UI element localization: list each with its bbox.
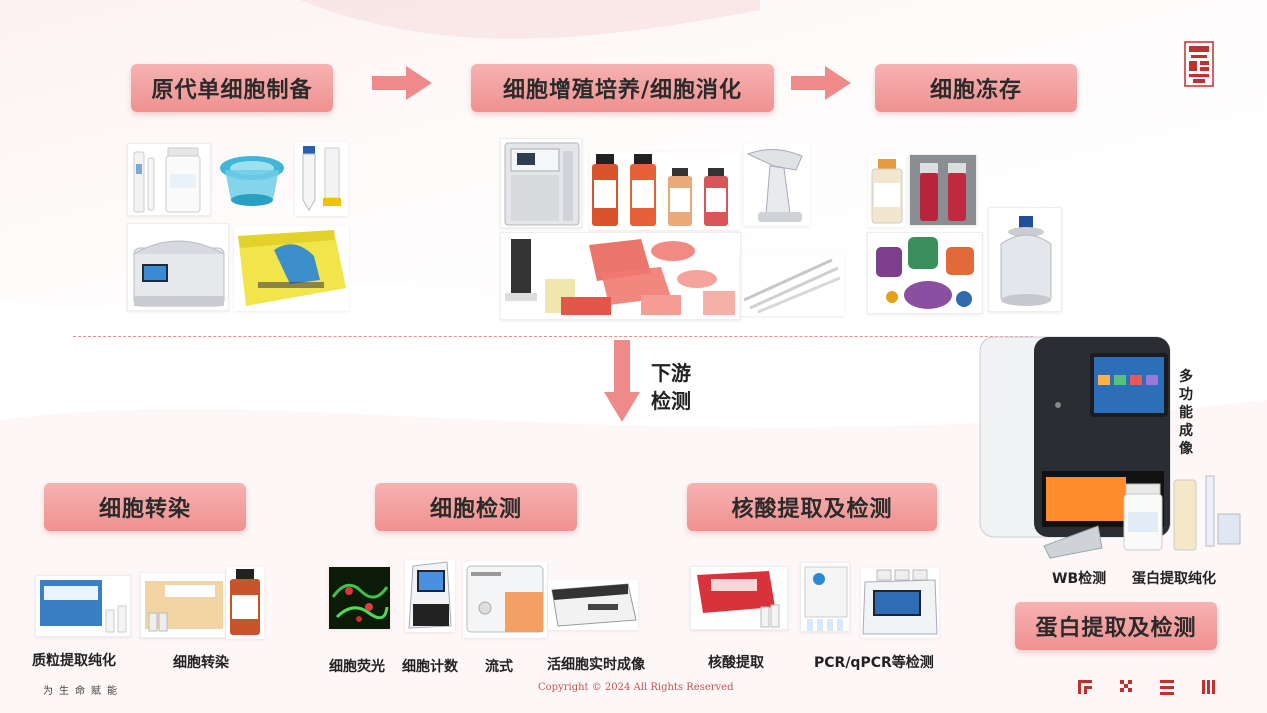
caption-counting: 细胞计数 xyxy=(402,659,458,675)
pipette-controller-image xyxy=(744,144,810,226)
footer-slogan: 为生命赋能 xyxy=(43,686,123,697)
fluorescence-image xyxy=(329,567,390,629)
liquid-nitrogen-tank-image xyxy=(988,207,1062,312)
section-nucleic-acid[interactable]: 核酸提取及检测 xyxy=(687,483,937,531)
gloves-box-image xyxy=(234,226,349,311)
section-cell-transfection-label: 细胞转染 xyxy=(98,497,191,522)
step-cell-culture[interactable]: 细胞增殖培养/细胞消化 xyxy=(471,64,774,112)
section-cell-detection[interactable]: 细胞检测 xyxy=(375,483,577,531)
protein-purify-kit-image xyxy=(1120,474,1242,566)
caption-wb: WB检测 xyxy=(1052,571,1107,587)
arrow-down-icon xyxy=(604,340,640,422)
section-cell-transfection[interactable]: 细胞转染 xyxy=(44,483,246,531)
caption-live-imaging: 活细胞实时成像 xyxy=(547,657,645,673)
reagent-bottles-image xyxy=(127,143,211,216)
arrow-right-icon xyxy=(372,66,432,100)
footer-copyright: Copyright © 2024 All Rights Reserved xyxy=(538,682,734,693)
step-cell-freezing-label: 细胞冻存 xyxy=(929,78,1022,103)
downstream-detection-label: 下游 检测 xyxy=(651,361,691,413)
section-nucleic-acid-label: 核酸提取及检测 xyxy=(731,497,893,522)
plasmid-kit-image xyxy=(35,575,131,637)
culture-media-image xyxy=(590,152,740,230)
multifunction-imaging-label: 多 功 能 成 像 xyxy=(1179,369,1193,457)
cryovials-image xyxy=(909,154,977,226)
section-protein-label: 蛋白提取及检测 xyxy=(1035,616,1197,641)
caption-fluorescence: 细胞荧光 xyxy=(329,659,385,675)
freezing-containers-image xyxy=(867,232,983,314)
centrifuge-tubes-image xyxy=(295,142,348,216)
qpcr-machine-image xyxy=(861,568,939,638)
section-cell-detection-label: 细胞检测 xyxy=(429,497,522,522)
caption-transfect: 细胞转染 xyxy=(173,655,229,671)
section-protein[interactable]: 蛋白提取及检测 xyxy=(1015,602,1217,650)
caption-pcr: PCR/qPCR等检测 xyxy=(814,655,934,671)
live-cell-imager-image xyxy=(548,580,638,630)
imaging-system-image xyxy=(972,335,1177,543)
incubator-image xyxy=(500,138,582,228)
section-divider xyxy=(73,336,1033,337)
brand-logo xyxy=(1184,41,1214,87)
step-primary-cell-prep[interactable]: 原代单细胞制备 xyxy=(131,64,333,112)
centrifuge-machine-image xyxy=(127,223,229,311)
step-cell-culture-label: 细胞增殖培养/细胞消化 xyxy=(502,78,743,103)
pcr-reagents-image xyxy=(800,562,850,632)
caption-flow: 流式 xyxy=(485,659,513,675)
cell-counter-image xyxy=(405,560,455,632)
nucleic-extraction-kit-image xyxy=(690,566,788,630)
footer-brand-icons xyxy=(1078,680,1215,695)
serological-pipettes-image xyxy=(740,252,844,316)
cell-strainer-image xyxy=(217,148,287,213)
transfection-kit-image xyxy=(140,572,226,638)
step-cell-freezing[interactable]: 细胞冻存 xyxy=(875,64,1077,112)
arrow-right-icon xyxy=(791,66,851,100)
culture-flasks-image xyxy=(500,232,741,320)
step-primary-cell-prep-label: 原代单细胞制备 xyxy=(151,78,313,103)
transfection-reagent-image xyxy=(226,567,264,639)
freezing-media-image xyxy=(868,155,906,227)
wb-membrane-image xyxy=(1040,518,1106,562)
caption-plasmid: 质粒提取纯化 xyxy=(32,653,116,669)
caption-nucleic-extract: 核酸提取 xyxy=(708,655,764,671)
caption-protein-purify: 蛋白提取纯化 xyxy=(1132,571,1216,587)
flow-cytometer-image xyxy=(463,562,547,638)
